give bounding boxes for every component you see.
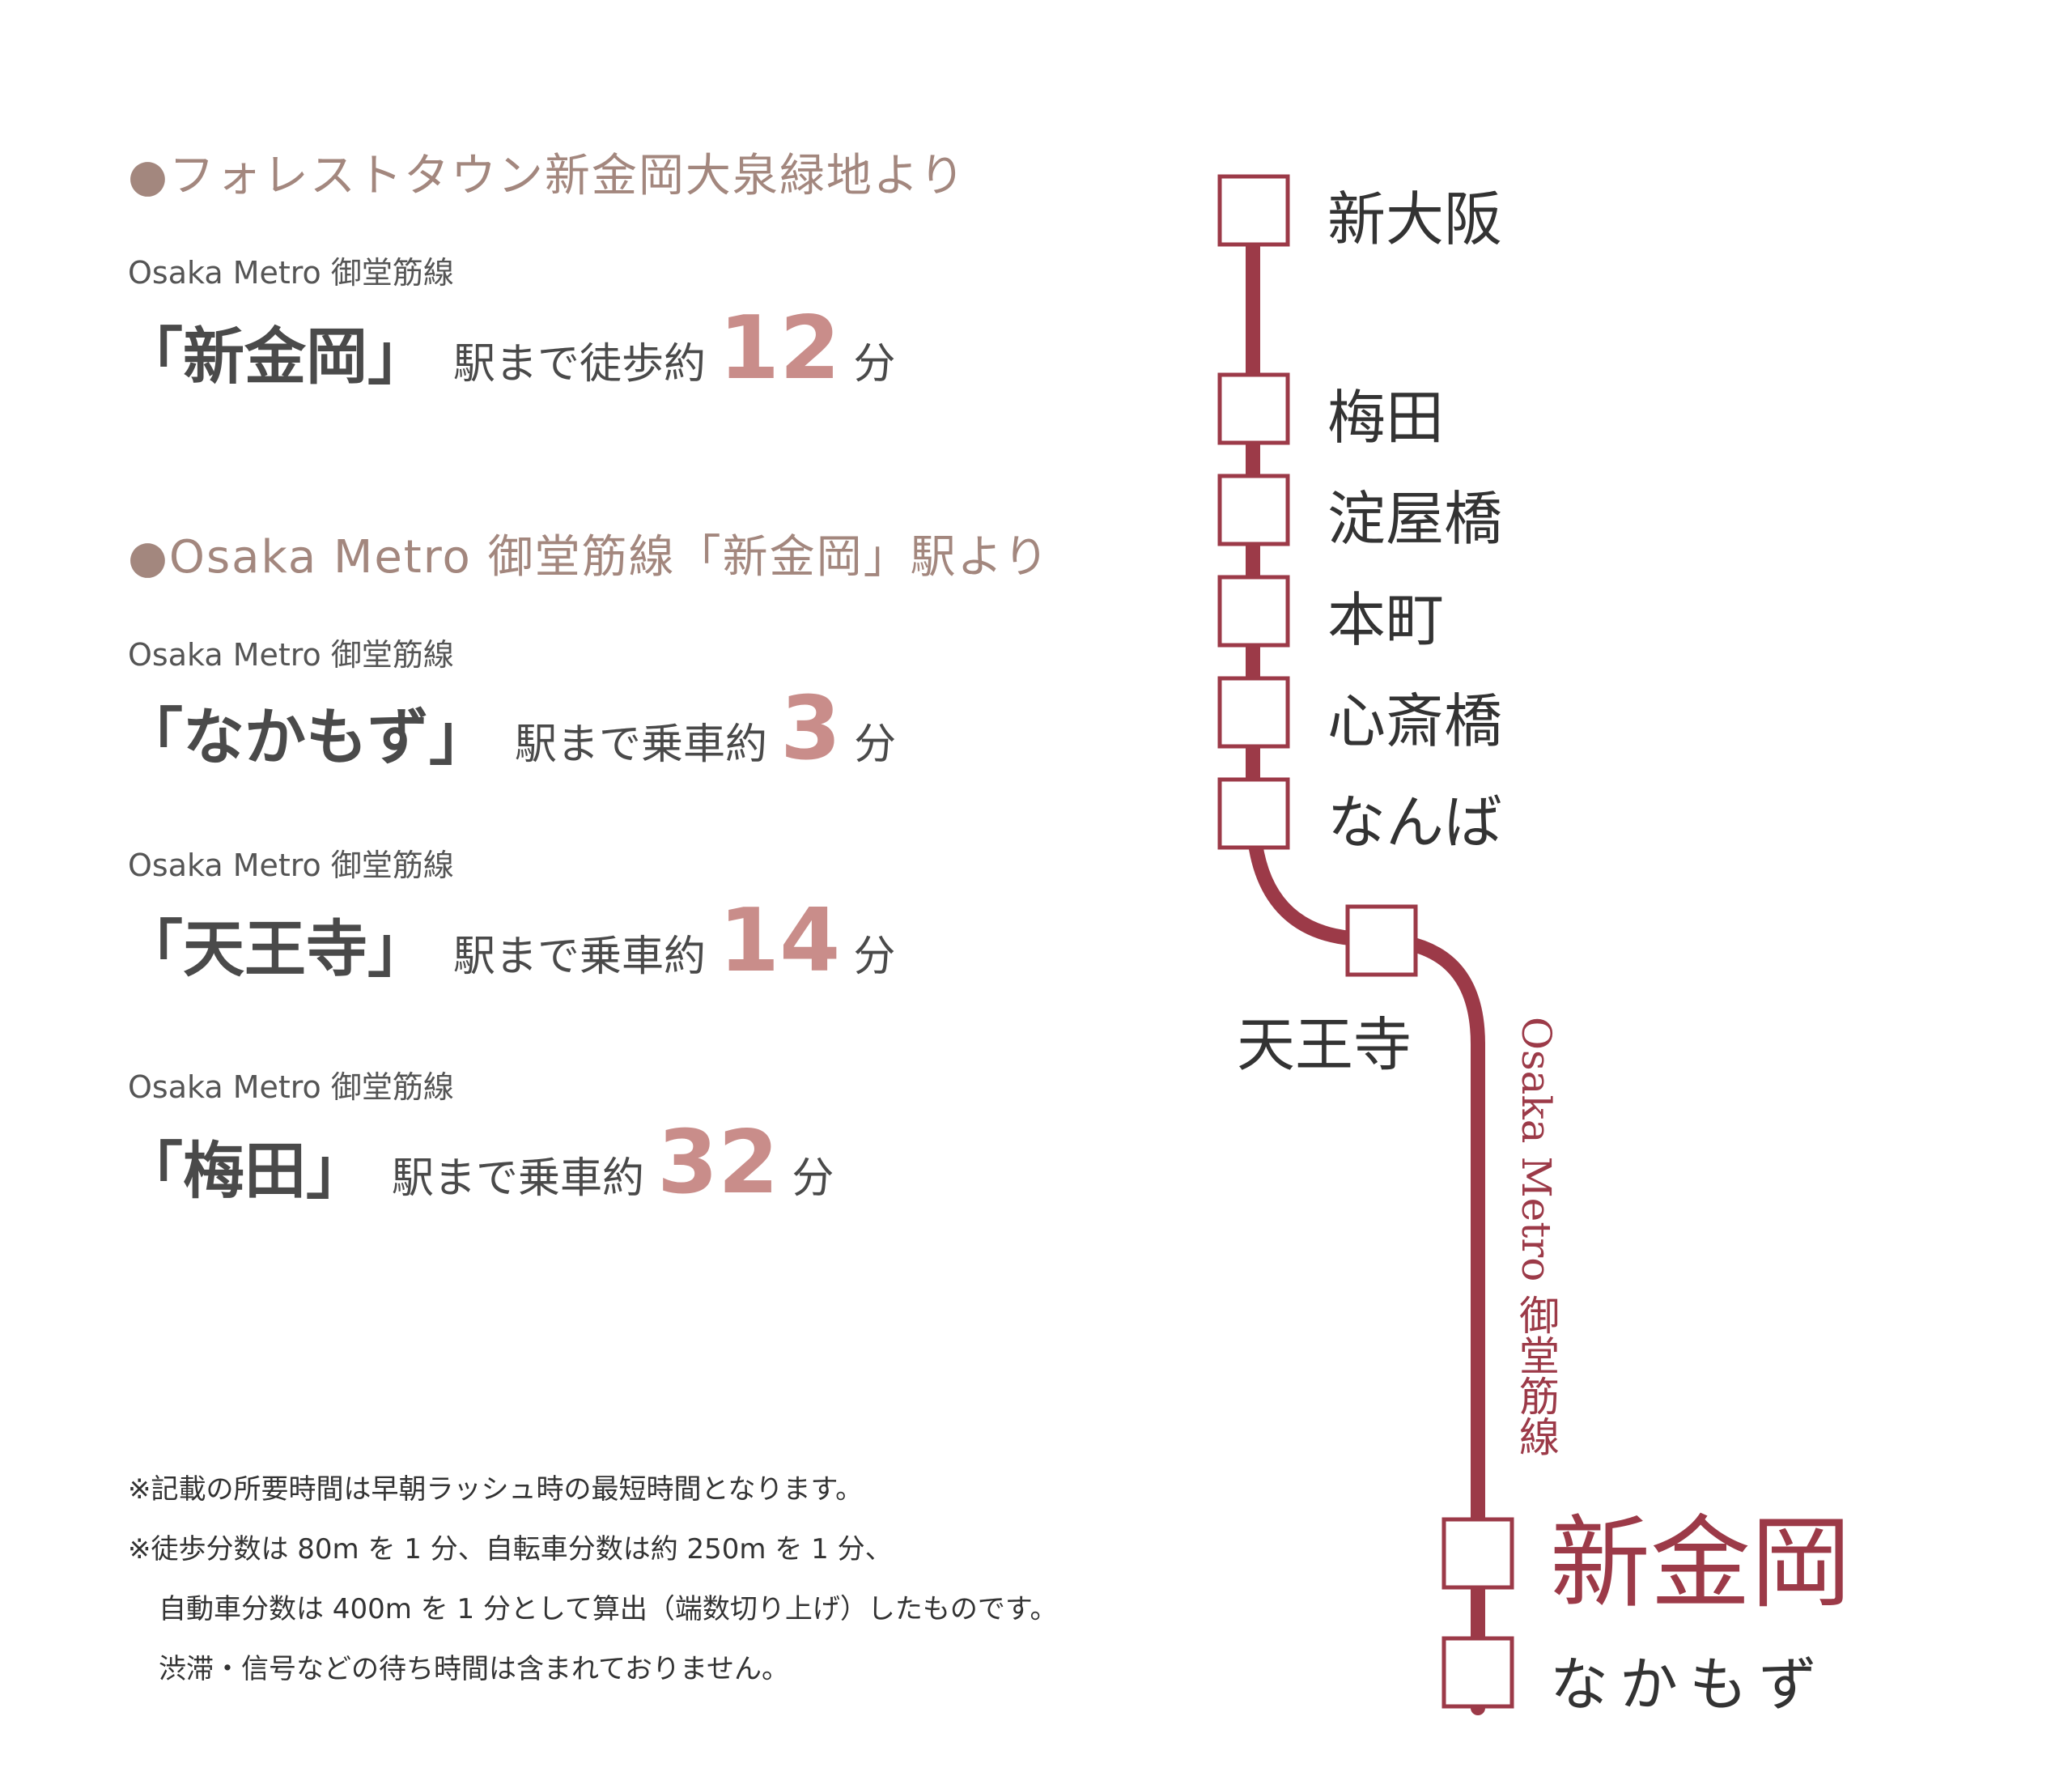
station-box-namba [1217, 777, 1290, 850]
station-box-shin-osaka [1217, 174, 1290, 247]
line-label: Osaka Metro 御堂筋線 [128, 637, 454, 673]
minutes-unit: 分 [853, 933, 896, 981]
station-label-tennoji: 天王寺 [1237, 1011, 1412, 1079]
line-label: Osaka Metro 御堂筋線 [128, 255, 454, 291]
access-description: 駅まで乗車約 [515, 720, 768, 769]
station-box-shinkanaoka [1441, 1517, 1514, 1590]
access-row-nakamozu: 「なかもず」 駅まで乗車約 3 分 [121, 678, 896, 780]
minutes-value: 12 [719, 298, 841, 399]
station-label-shinkanaoka: 新金岡 [1550, 1506, 1852, 1622]
access-row-shinkanaoka: 「新金岡」 駅まで徒歩約 12 分 [121, 298, 895, 399]
station-box-umeda [1217, 372, 1290, 445]
station-label-shin-osaka: 新大阪 [1327, 185, 1503, 253]
station-box-nakamozu [1441, 1636, 1514, 1709]
access-description: 駅まで徒歩約 [453, 340, 707, 389]
line-name-vertical: Osaka Metro 御堂筋線 [1513, 1017, 1560, 1457]
minutes-value: 3 [780, 678, 842, 780]
minutes-value: 32 [657, 1112, 779, 1213]
minutes-unit: 分 [854, 720, 897, 769]
line-label: Osaka Metro 御堂筋線 [128, 1069, 454, 1105]
access-row-tennoji: 「天王寺」 駅まで乗車約 14 分 [121, 890, 895, 992]
station-label-umeda: 梅田 [1327, 384, 1445, 452]
station-name: 「天王寺」 [121, 913, 429, 985]
station-name: 「なかもず」 [121, 701, 490, 773]
station-label-nakamozu: なかもず [1550, 1651, 1829, 1719]
station-label-hommachi: 本町 [1327, 586, 1445, 654]
minutes-unit: 分 [853, 340, 896, 389]
line-label: Osaka Metro 御堂筋線 [128, 848, 454, 883]
access-description: 駅まで乗車約 [453, 933, 707, 981]
station-label-namba: なんば [1327, 788, 1503, 856]
station-name: 「梅田」 [121, 1135, 367, 1207]
section-heading-from-residence: ●フォレストタウン新金岡大泉緑地より [128, 150, 966, 202]
access-row-umeda: 「梅田」 駅まで乗車約 32 分 [121, 1112, 834, 1213]
section-heading-from-station: ●Osaka Metro 御堂筋線「新金岡」駅より [128, 531, 1051, 584]
minutes-value: 14 [719, 890, 841, 992]
station-label-shinsaibashi: 心斎橋 [1327, 687, 1503, 755]
station-label-yodoyabashi: 淀屋橋 [1327, 485, 1503, 553]
note-line-3: 自動車分数は 400m を 1 分として算出（端数切り上げ）したものです。 [159, 1593, 1058, 1625]
station-box-hommachi [1217, 575, 1290, 648]
note-line-1: ※記載の所要時間は早朝ラッシュ時の最短時間となります。 [128, 1473, 864, 1506]
station-box-tennoji [1345, 904, 1418, 977]
access-description: 駅まで乗車約 [392, 1154, 645, 1203]
minutes-unit: 分 [792, 1154, 834, 1203]
note-line-4: 渋滞・信号などの待ち時間は含まれておりません。 [159, 1653, 789, 1685]
station-name: 「新金岡」 [121, 321, 429, 393]
station-box-yodoyabashi [1217, 474, 1290, 546]
note-line-2: ※徒歩分数は 80m を 1 分、自転車分数は約 250m を 1 分、 [128, 1533, 893, 1566]
station-box-shinsaibashi [1217, 676, 1290, 749]
